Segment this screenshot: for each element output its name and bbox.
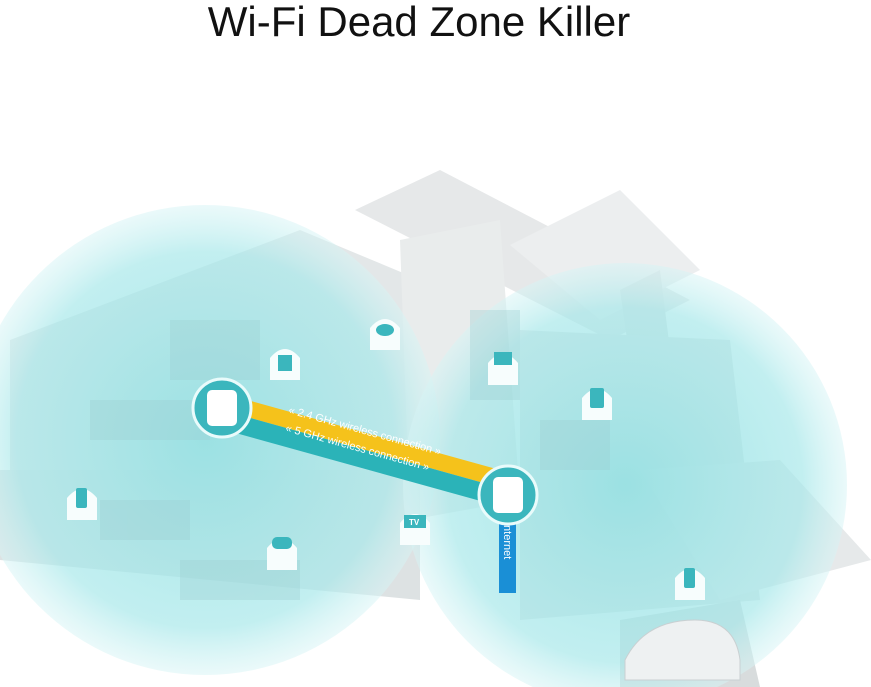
internet-label: Internet [501, 522, 513, 559]
gamepad-icon [267, 537, 297, 570]
cloud-icon [370, 319, 400, 350]
game-console-icon [270, 349, 300, 380]
band-2-4ghz [236, 398, 500, 487]
router-right [477, 464, 539, 526]
page-title: Wi-Fi Dead Zone Killer [207, 0, 631, 45]
car [624, 619, 741, 681]
internet-line [499, 515, 516, 593]
phone-icon [67, 488, 97, 520]
coverage-area-left [0, 205, 440, 675]
tv-label: TV [409, 518, 420, 527]
router-left [191, 377, 253, 439]
band-5ghz [232, 414, 498, 505]
tablet-icon [582, 388, 612, 420]
monitor-icon [488, 352, 518, 385]
tv-icon: TV [400, 514, 430, 545]
phone-icon-garage [675, 568, 705, 600]
